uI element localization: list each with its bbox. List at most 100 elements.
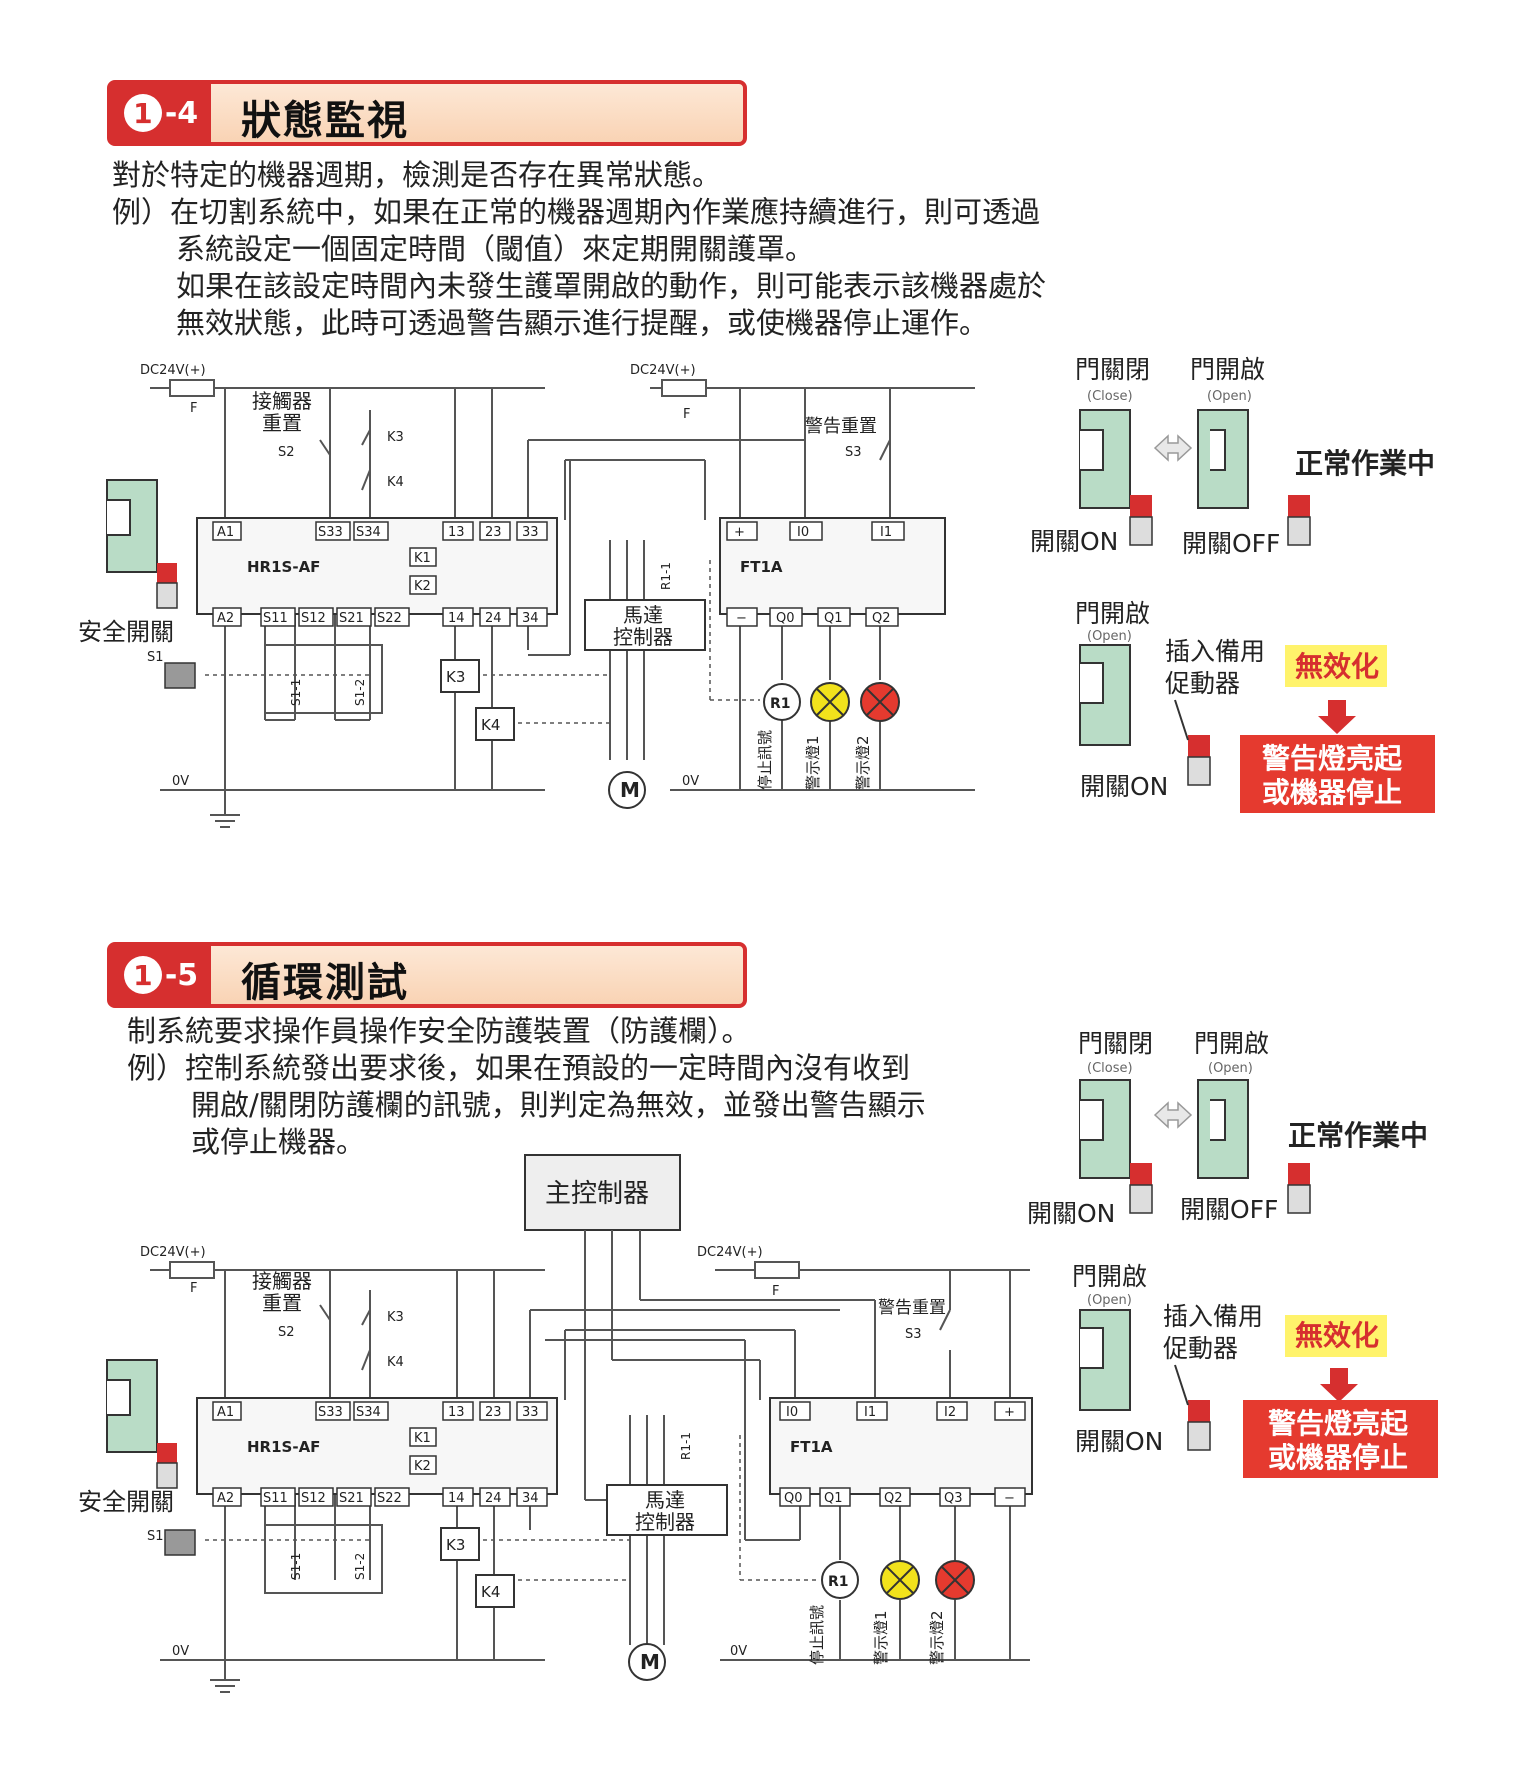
terminal-s12: S12: [301, 1491, 326, 1506]
description-line: 如果在該設定時間內未發生護罩開啟的動作，則可能表示該機器處於: [176, 269, 1047, 303]
door-open-label: 門開啟: [1072, 1262, 1147, 1291]
s1-1-label: S1-1: [289, 679, 303, 706]
insert-actuator-label: 促動器: [1165, 669, 1240, 698]
terminal-a2: A2: [217, 1491, 234, 1506]
motor-label: M: [640, 1650, 660, 1674]
plc-terminal: Q1: [824, 611, 843, 626]
open-en-label: (Open): [1087, 629, 1132, 644]
description-line: 開啟/關閉防護欄的訊號，則判定為無效，並發出警告顯示: [191, 1088, 926, 1122]
circuit-diagram: DC24V(+) DC24V(+) F F S2 K3 K4 S3 S1 0V …: [78, 355, 1435, 828]
s1-2-label: S1-2: [353, 679, 367, 706]
description-line: 對於特定的機器週期，檢測是否存在異常狀態。: [112, 158, 722, 192]
zero-v-label: 0V: [172, 774, 189, 789]
section-number-badge: 1 -4: [111, 84, 211, 142]
plc-model: FT1A: [740, 558, 783, 576]
switch-on-label: 開關ON: [1027, 1199, 1115, 1228]
k4-box-label: K4: [481, 716, 500, 734]
stop-signal-label: 停止訊號: [808, 1605, 826, 1665]
terminal-s33: S33: [318, 525, 343, 540]
contactor-reset-label: 重置: [262, 411, 302, 435]
k4-box-label: K4: [481, 1583, 500, 1601]
terminal-34: 34: [522, 611, 539, 626]
alarm-label: 或機器停止: [1262, 776, 1402, 809]
k1-label: K1: [414, 1431, 431, 1446]
motor-controller-label: 馬達: [645, 1488, 685, 1512]
plc-terminal: +: [734, 525, 745, 540]
door-open-label: 門開啟: [1194, 1029, 1269, 1058]
plc-terminal: I1: [864, 1405, 876, 1420]
k1-label: K1: [414, 551, 431, 566]
alarm-label: 警告燈亮起: [1262, 742, 1403, 775]
zero-v-label: 0V: [682, 774, 699, 789]
section-number: 1: [123, 956, 162, 994]
r1-lamp-label: R1: [828, 1574, 849, 1590]
k4-label: K4: [387, 1355, 404, 1370]
dc24v-right-label: DC24V(+): [630, 363, 696, 378]
insert-actuator-label: 促動器: [1163, 1334, 1238, 1363]
terminal-s22: S22: [377, 611, 402, 626]
alarm-label: 或機器停止: [1268, 1441, 1408, 1474]
terminal-24: 24: [485, 611, 502, 626]
section-description: 制系統要求操作員操作安全防護裝置（防護欄）。 例）控制系統發出要求後，如果在預設…: [127, 1013, 926, 1161]
zero-v-label: 0V: [730, 1644, 747, 1659]
close-en-label: (Close): [1087, 1061, 1133, 1076]
contactor-reset-label: 接觸器: [252, 1269, 312, 1293]
terminal-34: 34: [522, 1491, 539, 1506]
plc-terminal: −: [1004, 1491, 1015, 1506]
plc-terminal: I0: [797, 525, 809, 540]
terminal-s11: S11: [263, 611, 288, 626]
plc-terminal: Q1: [824, 1491, 843, 1506]
r1-1-label: R1-1: [659, 562, 673, 590]
door-open-label: 門開啟: [1190, 355, 1265, 384]
dc24v-left-label: DC24V(+): [140, 363, 206, 378]
safety-switch-label: 安全開關: [78, 1488, 174, 1516]
s1-1-label: S1-1: [289, 1553, 303, 1580]
dc24v-right-label: DC24V(+): [697, 1245, 763, 1260]
door-closed-label: 門關閉: [1078, 1029, 1153, 1058]
section-subnumber: -5: [164, 957, 199, 993]
terminal-24: 24: [485, 1491, 502, 1506]
door-closed-label: 門關閉: [1075, 355, 1150, 384]
invalid-label: 無效化: [1295, 650, 1379, 683]
terminal-a1: A1: [217, 525, 234, 540]
motor-controller-label: 馬達: [623, 603, 663, 627]
terminal-14: 14: [448, 611, 465, 626]
switch-on-label: 開關ON: [1030, 527, 1118, 556]
motor-controller-label: 控制器: [635, 1510, 695, 1534]
fuse-label: F: [190, 1281, 197, 1296]
s3-label: S3: [845, 445, 862, 460]
plc-terminal: +: [1004, 1405, 1015, 1420]
switch-on-label: 開關ON: [1080, 772, 1168, 801]
close-en-label: (Close): [1087, 389, 1133, 404]
section-description: 對於特定的機器週期，檢測是否存在異常狀態。 例）在切割系統中，如果在正常的機器週…: [112, 157, 1046, 342]
s2-label: S2: [278, 1325, 295, 1340]
terminal-33: 33: [522, 525, 539, 540]
plc-terminal: I2: [944, 1405, 956, 1420]
switch-off-label: 開關OFF: [1180, 1195, 1278, 1224]
alarm-label: 警告燈亮起: [1268, 1407, 1409, 1440]
terminal-13: 13: [448, 1405, 465, 1420]
section-title: 狀態監視: [241, 98, 409, 144]
terminal-s34: S34: [356, 525, 381, 540]
description-line: 例）控制系統發出要求後，如果在預設的一定時間內沒有收到: [127, 1051, 911, 1085]
terminal-14: 14: [448, 1491, 465, 1506]
dc24v-left-label: DC24V(+): [140, 1245, 206, 1260]
plc-terminal: I0: [786, 1405, 798, 1420]
plc-terminal: Q0: [776, 611, 795, 626]
relay-model: HR1S-AF: [247, 1438, 320, 1456]
terminal-a2: A2: [217, 611, 234, 626]
section-number-badge: 1 -5: [111, 946, 211, 1004]
description-line: 無效狀態，此時可透過警告顯示進行提醒，或使機器停止運作。: [176, 306, 989, 340]
s3-label: S3: [905, 1327, 922, 1342]
plc-terminal: Q3: [944, 1491, 963, 1506]
open-en-label: (Open): [1208, 1061, 1253, 1076]
k3-label: K3: [387, 1310, 404, 1325]
plc-terminal: Q0: [784, 1491, 803, 1506]
plc-model: FT1A: [790, 1438, 833, 1456]
description-line: 制系統要求操作員操作安全防護裝置（防護欄）。: [127, 1014, 751, 1048]
motor-controller-label: 控制器: [613, 625, 673, 649]
zero-v-label: 0V: [172, 1644, 189, 1659]
insert-actuator-label: 插入備用: [1163, 1302, 1263, 1331]
open-en-label: (Open): [1087, 1293, 1132, 1308]
fuse-label: F: [683, 407, 690, 422]
